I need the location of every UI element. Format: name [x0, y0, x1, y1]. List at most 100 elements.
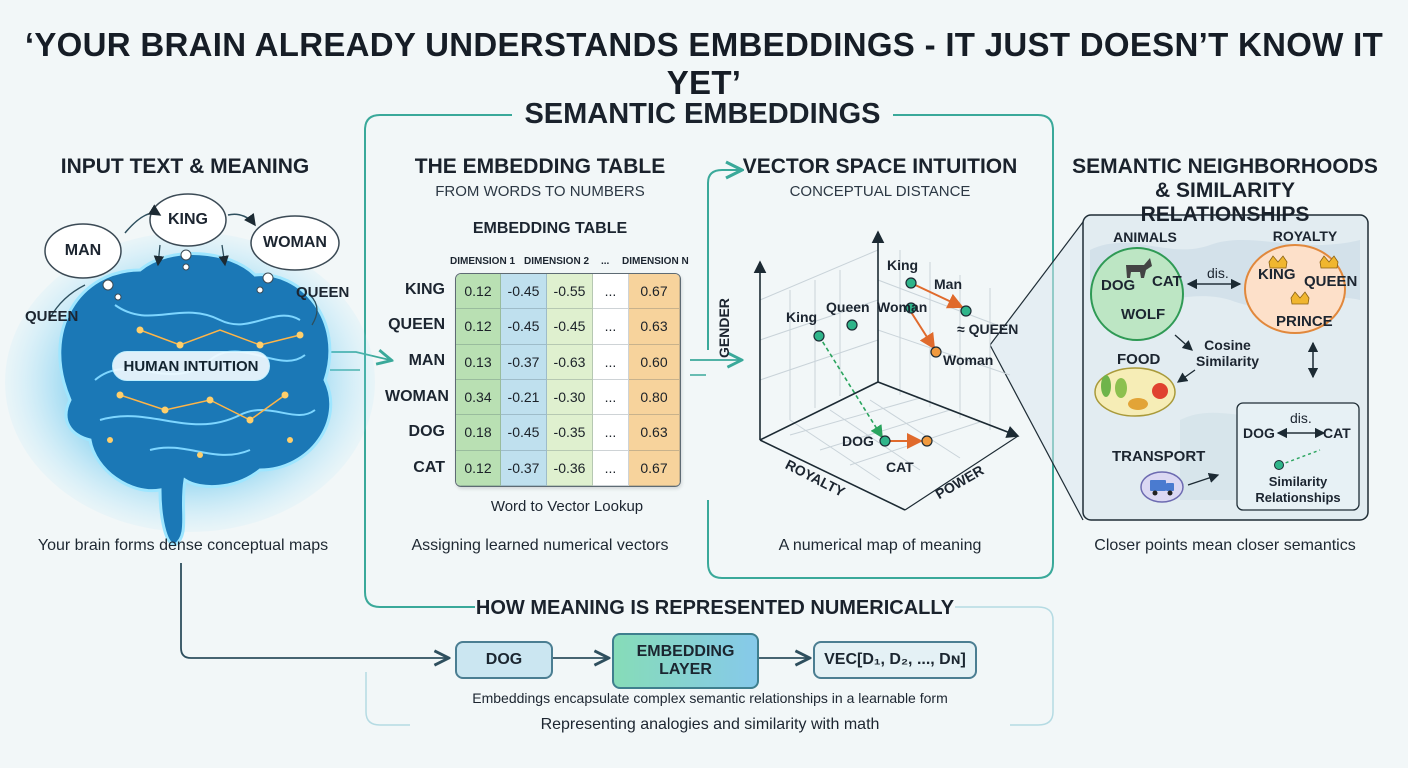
bubble-woman: WOMAN	[263, 234, 327, 251]
royalty-title: ROYALTY	[1272, 228, 1338, 244]
bubble-king: KING	[168, 211, 208, 228]
neighborhoods-heading-2: & SIMILARITY RELATIONSHIPS	[1140, 179, 1310, 226]
table-cell: 0.18	[456, 415, 501, 451]
row-label: QUEEN	[388, 316, 445, 333]
vegetable-icon	[1101, 375, 1111, 397]
table-cell: 0.60	[629, 344, 680, 380]
table-cell: -0.21	[501, 379, 547, 416]
animals-dog: DOG	[1101, 277, 1136, 294]
table-cell: -0.45	[501, 309, 547, 345]
neighborhoods-heading-1: SEMANTIC NEIGHBORHOODS	[1072, 155, 1378, 178]
node-embedding-layer-line2: LAYER	[659, 661, 712, 678]
table-cell: -0.45	[501, 415, 547, 451]
crown-icon	[1268, 255, 1288, 269]
bread-icon	[1128, 398, 1148, 410]
column-header: DIMENSION N	[622, 256, 689, 267]
axis-gender: GENDER	[716, 298, 732, 358]
table-cell: -0.30	[547, 379, 593, 416]
point-king-top: King	[887, 257, 919, 273]
point-woman: Woman	[877, 299, 928, 315]
transport-title: TRANSPORT	[1112, 448, 1206, 465]
embedding-table: 0.12 -0.45 -0.55 ... 0.67 0.12 -0.45 -0.…	[455, 273, 681, 487]
point-cat: CAT	[886, 459, 914, 475]
bottom-caption-2: Representing analogies and similarity wi…	[410, 716, 1010, 734]
food-title: FOOD	[1117, 351, 1161, 368]
table-cell: -0.55	[547, 274, 593, 310]
table-cell: 0.12	[456, 274, 501, 310]
table-heading: THE EMBEDDING TABLE	[414, 155, 666, 178]
animals-cat: CAT	[1152, 273, 1182, 290]
row-label: KING	[405, 281, 445, 298]
vector-caption: A numerical map of meaning	[778, 537, 982, 554]
food-cluster	[1094, 367, 1176, 417]
truck-icon	[1150, 480, 1166, 491]
table-cell: 0.80	[629, 379, 680, 416]
bottom-heading: HOW MEANING IS REPRESENTED NUMERICALLY	[475, 597, 955, 620]
table-cell: ...	[593, 450, 629, 486]
table-cell: 0.13	[456, 344, 501, 380]
side-word-queen-left: QUEEN	[25, 308, 79, 325]
cosine-label-2: Similarity	[1195, 353, 1260, 369]
table-cell: -0.35	[547, 415, 593, 451]
human-intuition-label: HUMAN INTUITION	[112, 351, 270, 381]
table-subheading: FROM WORDS TO NUMBERS	[435, 183, 645, 200]
row-label: DOG	[408, 423, 445, 440]
animals-wolf: WOLF	[1121, 306, 1166, 323]
neighborhoods-caption: Closer points mean closer semantics	[1094, 537, 1356, 554]
node-vector: VEC[D₁, D₂, ..., Dɴ]	[813, 641, 977, 679]
dis-label: dis.	[1207, 265, 1229, 281]
column-header: DIMENSION 1	[450, 256, 516, 267]
animals-cluster	[1090, 247, 1184, 341]
point-woman-2: Woman	[943, 352, 994, 368]
royalty-prince: PRINCE	[1276, 313, 1333, 330]
table-cell: 0.67	[629, 450, 680, 486]
table-cell: -0.45	[547, 309, 593, 345]
table-cell: ...	[593, 379, 629, 416]
row-label: MAN	[408, 352, 445, 369]
royalty-queen: QUEEN	[1304, 273, 1358, 290]
table-title: EMBEDDING TABLE	[472, 220, 628, 237]
point-approx-queen: ≈ QUEEN	[957, 321, 1019, 337]
animals-title: ANIMALS	[1113, 229, 1177, 245]
table-cell: 0.67	[629, 274, 680, 310]
node-dog: DOG	[455, 641, 553, 679]
node-embedding-layer: EMBEDDING LAYER	[612, 633, 759, 689]
table-cell: ...	[593, 415, 629, 451]
table-cell: -0.37	[501, 450, 547, 486]
table-cell: 0.12	[456, 309, 501, 345]
row-label: WOMAN	[385, 388, 449, 405]
apple-icon	[1152, 383, 1168, 399]
vector-heading: VECTOR SPACE INTUITION	[742, 155, 1018, 178]
dog-icon	[1126, 258, 1152, 278]
point-king: King	[786, 309, 818, 325]
vector-subheading: CONCEPTUAL DISTANCE	[789, 183, 971, 200]
table-cell: -0.63	[547, 344, 593, 380]
point-man: Man	[934, 276, 962, 292]
table-cell: ...	[593, 344, 629, 380]
royalty-king: KING	[1258, 266, 1296, 283]
row-label: CAT	[413, 459, 445, 476]
table-cell: ...	[593, 309, 629, 345]
column-header: ...	[601, 256, 610, 267]
column-header: DIMENSION 2	[524, 256, 590, 267]
inset-dis-label: dis.	[1290, 410, 1312, 426]
page-title: ‘YOUR BRAIN ALREADY UNDERSTANDS EMBEDDIN…	[24, 26, 1384, 101]
table-caption: Assigning learned numerical vectors	[411, 537, 669, 554]
table-cell: 0.63	[629, 415, 680, 451]
table-cell: 0.63	[629, 309, 680, 345]
inset-label-2: Relationships	[1255, 490, 1341, 505]
input-caption: Your brain forms dense conceptual maps	[37, 537, 329, 554]
crown-icon	[1290, 291, 1310, 305]
table-cell: -0.37	[501, 344, 547, 380]
point-dog: DOG	[842, 433, 874, 449]
semantic-embeddings-heading: SEMANTIC EMBEDDINGS	[524, 98, 881, 130]
table-cell: 0.12	[456, 450, 501, 486]
crown-icon	[1319, 255, 1339, 269]
inset-dog: DOG	[1243, 425, 1275, 441]
bottom-caption-1: Embeddings encapsulate complex semantic …	[472, 690, 948, 706]
lookup-label: Word to Vector Lookup	[490, 498, 644, 515]
inset-label-1: Similarity	[1268, 474, 1328, 489]
node-embedding-layer-line1: EMBEDDING	[636, 643, 735, 660]
inset-cat: CAT	[1323, 425, 1351, 441]
